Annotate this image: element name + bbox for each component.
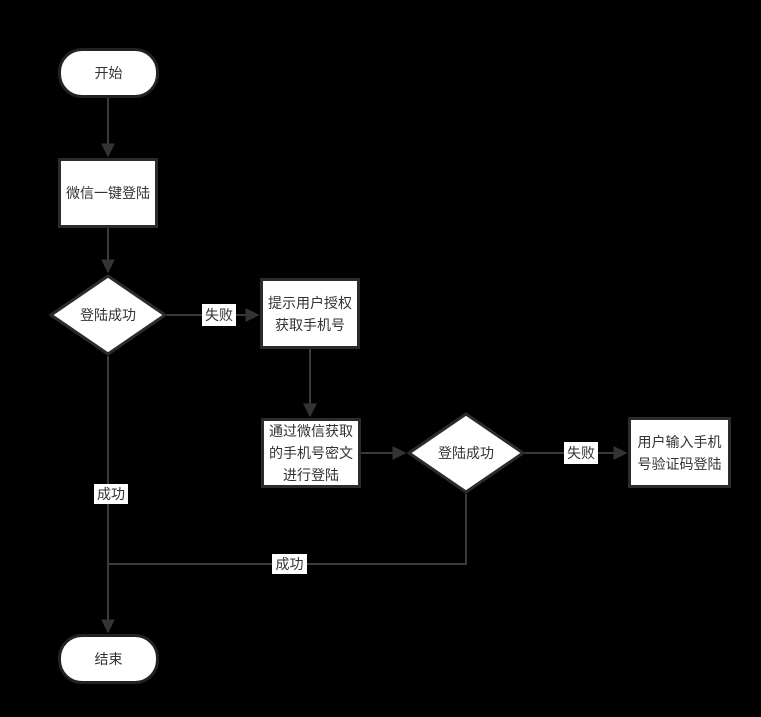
node-wechat-one-click-login: 微信一键登陆 <box>58 158 158 228</box>
node-prompt-user-authorize-phone: 提示用户授权 获取手机号 <box>260 278 360 349</box>
edge-label-success-2: 成功 <box>272 554 307 574</box>
node-login-success-check-2-label: 登陆成功 <box>438 445 494 461</box>
node-end: 结束 <box>58 634 159 684</box>
diamond-shape <box>407 412 525 494</box>
node-start: 开始 <box>58 48 159 98</box>
node-login-with-wechat-phone-cipher: 通过微信获取 的手机号密文 进行登陆 <box>261 418 361 488</box>
node-login-success-check-1: 登陆成功 <box>49 274 167 356</box>
edge-label-success-1: 成功 <box>94 484 128 504</box>
node-start-label: 开始 <box>94 65 123 81</box>
node-login-success-check-2: 登陆成功 <box>407 412 525 494</box>
diamond-shape <box>49 274 167 356</box>
node-login-success-check-1-label: 登陆成功 <box>80 307 136 323</box>
edge-check2-success-join <box>108 494 467 565</box>
node-end-label: 结束 <box>94 651 123 667</box>
node-prompt-user-authorize-phone-label: 提示用户授权 获取手机号 <box>268 294 352 333</box>
edge-label-fail-1: 失败 <box>202 304 236 326</box>
node-user-input-phone-sms-login: 用户输入手机 号验证码登陆 <box>628 417 731 488</box>
node-wechat-one-click-login-label: 微信一键登陆 <box>66 185 150 201</box>
node-user-input-phone-sms-login-label: 用户输入手机 号验证码登陆 <box>637 433 722 472</box>
edge-label-fail-2: 失败 <box>564 442 598 464</box>
node-login-with-wechat-phone-cipher-label: 通过微信获取 的手机号密文 进行登陆 <box>269 423 353 483</box>
